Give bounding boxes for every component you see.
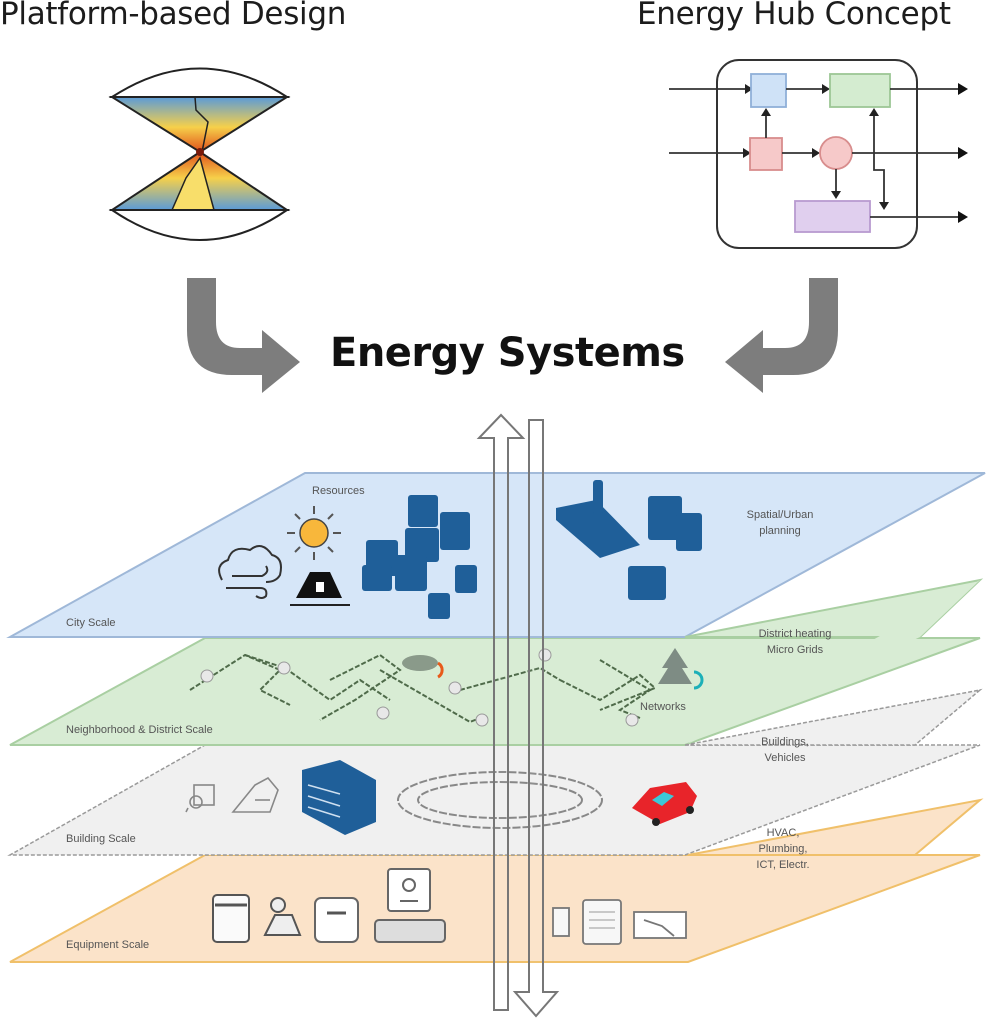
hub-converter-green xyxy=(829,73,891,108)
car-icon xyxy=(632,782,697,826)
hub-converter-purple xyxy=(794,200,871,233)
building-side-label-line1: Buildings, xyxy=(761,736,809,748)
platform-based-design-title: Platform-based Design xyxy=(0,0,347,32)
equipment-side-label-line2: Plumbing, xyxy=(759,843,808,855)
building-scale-label: Building Scale xyxy=(66,833,136,845)
energy-hub-concept-title: Energy Hub Concept xyxy=(637,0,951,32)
energy-systems-title: Energy Systems xyxy=(330,330,685,376)
solar-panel-hand-icon xyxy=(231,776,279,813)
electrical-panel-icon xyxy=(552,899,622,945)
sun-icon xyxy=(287,506,341,560)
pump-icon xyxy=(263,897,302,936)
layer-building-top xyxy=(684,688,983,746)
wind-cloud-icon xyxy=(218,545,282,599)
downward-arrow-icon[interactable] xyxy=(512,419,560,1018)
neighborhood-scale-label: Neighborhood & District Scale xyxy=(66,724,213,736)
switch-icon xyxy=(633,911,687,939)
ring-road-icon xyxy=(397,771,603,829)
layer-equipment-top xyxy=(687,798,984,856)
upward-arrow-icon[interactable] xyxy=(476,413,526,1011)
networks-label: Networks xyxy=(640,701,686,713)
equipment-side-label-line3: ICT, Electr. xyxy=(756,859,809,871)
hydro-dam-icon xyxy=(290,572,350,606)
city-side-label-line1: Spatial/Urban xyxy=(747,509,814,521)
equipment-side-label-line1: HVAC, xyxy=(767,827,800,839)
solar-gear-icon xyxy=(185,784,215,813)
building-side-label-line2: Vehicles xyxy=(765,752,806,764)
building-block-icon xyxy=(302,760,376,835)
hub-converter-red xyxy=(749,137,783,171)
boiler-icon xyxy=(212,894,250,943)
right-curved-arrow-icon xyxy=(725,278,838,393)
equipment-scale-label: Equipment Scale xyxy=(66,939,149,951)
network-node-icons xyxy=(200,648,639,727)
city-buildings-right-icon xyxy=(556,480,702,600)
city-side-label-line2: planning xyxy=(759,525,801,537)
left-curved-arrow-icon xyxy=(187,278,300,393)
hub-converter-blue xyxy=(750,73,787,108)
district-plant-icon xyxy=(402,655,444,679)
city-buildings-left-icon xyxy=(362,495,477,619)
heater-icon xyxy=(374,868,446,943)
neighborhood-side-label-line1: District heating xyxy=(759,628,832,640)
resources-label: Resources xyxy=(312,485,365,497)
city-scale-label: City Scale xyxy=(66,617,116,629)
neighborhood-side-label-line2: Micro Grids xyxy=(767,644,824,656)
tank-icon xyxy=(314,897,359,943)
hub-storage-circle xyxy=(819,136,853,170)
hourglass-cones-icon xyxy=(108,67,291,241)
network-tree-icon xyxy=(658,648,704,690)
energy-hub-block-diagram-icon xyxy=(669,59,968,249)
